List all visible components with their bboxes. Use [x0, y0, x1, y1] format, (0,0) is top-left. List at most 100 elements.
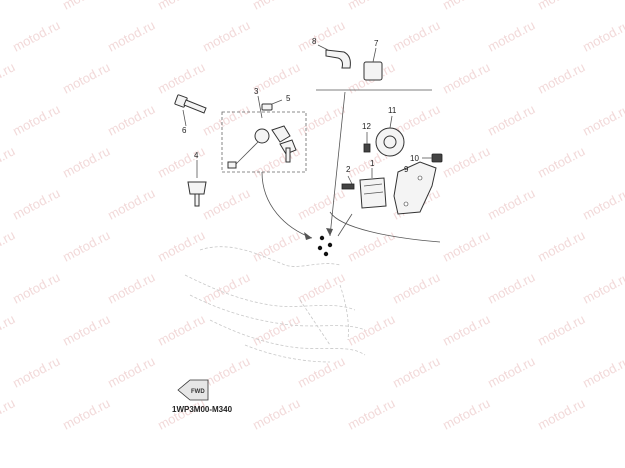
watermark-text: motod.ru	[155, 0, 207, 13]
watermark-text: motod.ru	[10, 269, 62, 306]
watermark-text: motod.ru	[535, 227, 587, 264]
arrowhead-2	[326, 228, 333, 236]
watermark-text: motod.ru	[200, 101, 252, 138]
watermark-text: motod.ru	[105, 17, 157, 54]
watermark-text: motod.ru	[155, 143, 207, 180]
callout-4: 4	[194, 151, 199, 160]
callout-10: 10	[410, 154, 419, 163]
part-11-horn[interactable]	[375, 115, 405, 157]
main-switch-box	[221, 111, 307, 173]
watermark-text: motod.ru	[60, 59, 112, 96]
watermark-text: motod.ru	[580, 353, 625, 390]
watermark-text: motod.ru	[580, 185, 625, 222]
watermark-text: motod.ru	[10, 185, 62, 222]
watermark-text: motod.ru	[440, 395, 492, 432]
watermark-text: motod.ru	[0, 143, 17, 180]
watermark-text: motod.ru	[200, 269, 252, 306]
callout-11: 11	[388, 106, 397, 115]
part-10-bolt[interactable]	[422, 153, 443, 163]
callout-8: 8	[312, 37, 317, 46]
watermark-text: motod.ru	[440, 59, 492, 96]
watermark-text: motod.ru	[390, 269, 442, 306]
part-3-main-switch[interactable]	[257, 95, 283, 119]
part-6-bolt[interactable]	[174, 94, 207, 127]
watermark-text: motod.ru	[485, 185, 537, 222]
part-12-bolt[interactable]	[363, 132, 371, 153]
callout-6: 6	[182, 126, 187, 135]
watermark-text: motod.ru	[440, 143, 492, 180]
harness-sketch	[184, 246, 366, 363]
watermark-text: motod.ru	[250, 311, 302, 348]
watermark-text: motod.ru	[105, 185, 157, 222]
watermark-text: motod.ru	[440, 0, 492, 13]
watermark-text: motod.ru	[10, 17, 62, 54]
watermark-text: motod.ru	[535, 143, 587, 180]
fwd-arrow-icon: FWD	[177, 379, 209, 401]
watermark-text: motod.ru	[440, 227, 492, 264]
watermark-text: motod.ru	[60, 395, 112, 432]
watermark-text: motod.ru	[295, 269, 347, 306]
watermark-text: motod.ru	[535, 0, 587, 13]
watermark-layer: motod.ru motod.ru motod.ru motod.ru motod.ru…	[0, 0, 625, 433]
callout-12: 12	[362, 122, 371, 131]
watermark-text: motod.ru	[295, 17, 347, 54]
watermark-text: motod.ru	[345, 227, 397, 264]
watermark-text: motod.ru	[60, 0, 112, 13]
watermark-text: motod.ru	[535, 395, 587, 432]
arrowhead-1	[304, 232, 312, 240]
watermark-text: motod.ru	[485, 101, 537, 138]
leader-bracket-arrow	[337, 213, 353, 237]
group-bracket-right	[329, 211, 441, 243]
watermark-text: motod.ru	[250, 0, 302, 13]
watermark-text: motod.ru	[295, 185, 347, 222]
watermark-text: motod.ru	[10, 353, 62, 390]
part-8-bracket[interactable]	[317, 44, 351, 69]
part-1-relay[interactable]	[359, 168, 387, 209]
main-switch-body[interactable]	[227, 125, 297, 169]
watermark-text: motod.ru	[485, 269, 537, 306]
watermark-text: motod.ru	[295, 101, 347, 138]
watermark-text: motod.ru	[580, 269, 625, 306]
watermark-text: motod.ru	[60, 311, 112, 348]
watermark-text: motod.ru	[155, 227, 207, 264]
watermark-text: motod.ru	[155, 311, 207, 348]
watermark-text: motod.ru	[60, 143, 112, 180]
watermark-text: motod.ru	[250, 395, 302, 432]
watermark-text: motod.ru	[295, 353, 347, 390]
part-9-horn-bracket[interactable]	[393, 161, 437, 215]
callout-7: 7	[374, 39, 379, 48]
watermark-text: motod.ru	[345, 0, 397, 13]
part-7-relay[interactable]	[363, 47, 383, 81]
watermark-text: motod.ru	[535, 311, 587, 348]
watermark-text: motod.ru	[105, 101, 157, 138]
mount-points	[317, 235, 333, 257]
watermark-text: motod.ru	[250, 227, 302, 264]
watermark-text: motod.ru	[580, 17, 625, 54]
leader-group-arrow	[329, 91, 346, 237]
watermark-text: motod.ru	[345, 395, 397, 432]
watermark-text: motod.ru	[200, 185, 252, 222]
watermark-text: motod.ru	[390, 17, 442, 54]
watermark-text: motod.ru	[0, 59, 17, 96]
watermark-text: motod.ru	[0, 0, 17, 13]
svg-text:FWD: FWD	[191, 389, 205, 395]
watermark-text: motod.ru	[105, 269, 157, 306]
watermark-text: motod.ru	[535, 59, 587, 96]
watermark-text: motod.ru	[0, 227, 17, 264]
watermark-text: motod.ru	[485, 353, 537, 390]
callout-1: 1	[370, 159, 375, 168]
part-2-screw[interactable]	[341, 175, 355, 190]
callout-2: 2	[346, 165, 351, 174]
watermark-text: motod.ru	[60, 227, 112, 264]
leader-switch-arrow	[261, 171, 313, 239]
part-code-label: 1WP3M00-M340	[172, 405, 233, 414]
watermark-text: motod.ru	[10, 101, 62, 138]
watermark-text: motod.ru	[155, 59, 207, 96]
watermark-text: motod.ru	[485, 17, 537, 54]
callout-5: 5	[286, 94, 291, 103]
watermark-text: motod.ru	[580, 101, 625, 138]
watermark-text: motod.ru	[390, 353, 442, 390]
part-4-key[interactable]	[187, 160, 207, 207]
watermark-text: motod.ru	[345, 311, 397, 348]
